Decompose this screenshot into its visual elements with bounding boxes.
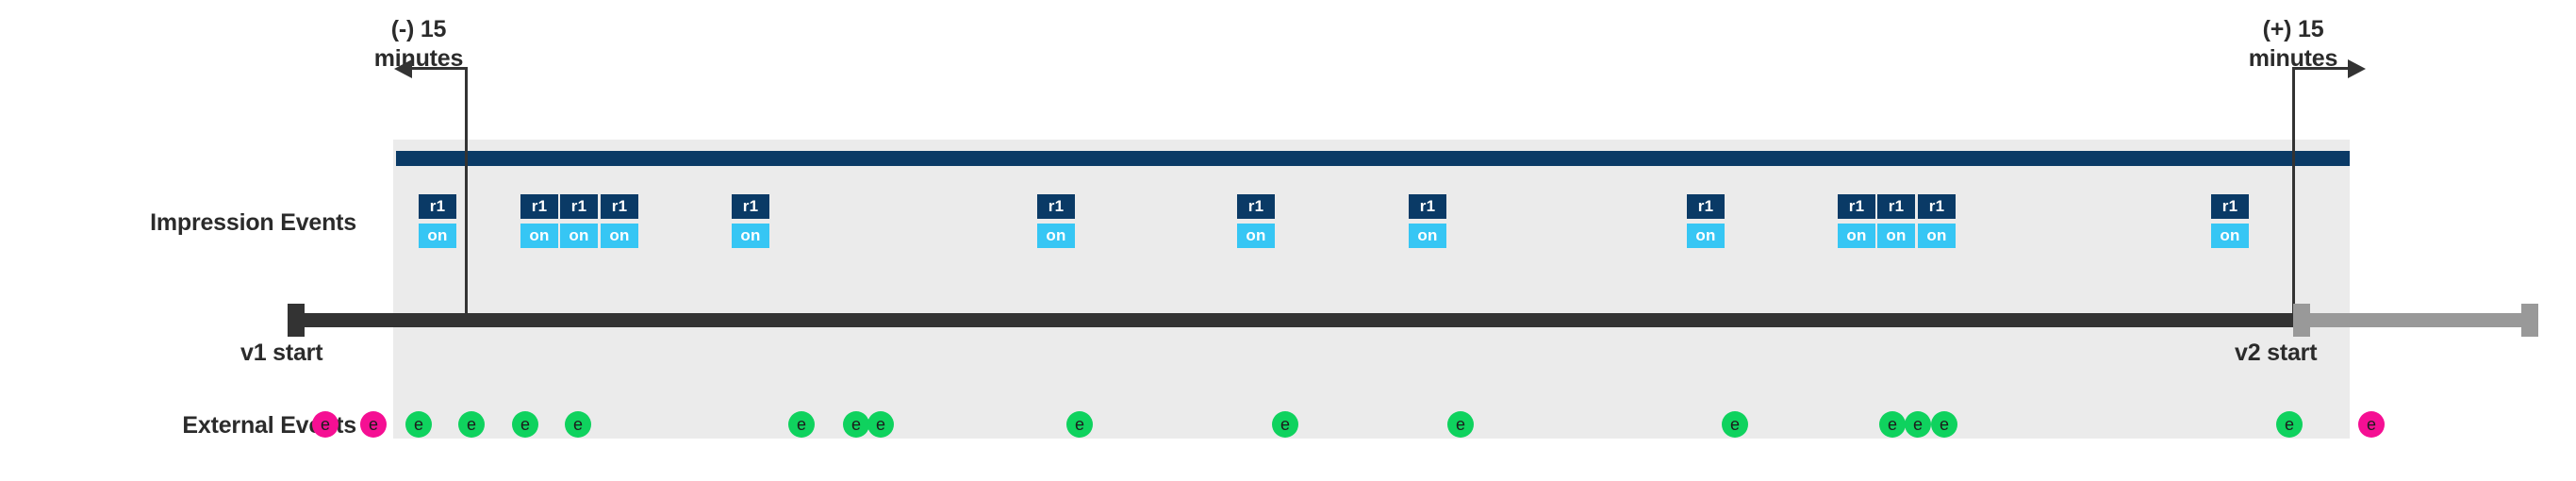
- impression-block-r1: r1: [1409, 194, 1446, 219]
- impression-block-r1: r1: [1838, 194, 1875, 219]
- row-label-impression-events: Impression Events: [150, 209, 356, 236]
- external-event-dot-out-of-window: e: [360, 411, 387, 438]
- external-event-dot-in-window: e: [1722, 411, 1748, 438]
- analysis-window-panel: [393, 140, 2350, 439]
- impression-block-on: on: [1409, 224, 1446, 248]
- impression-block-on: on: [560, 224, 598, 248]
- arrow-shaft-right: [2293, 67, 2348, 70]
- external-event-dot-out-of-window: e: [312, 411, 339, 438]
- external-event-dot-in-window: e: [512, 411, 538, 438]
- external-event-dot-in-window: e: [843, 411, 869, 438]
- timeline-rail-v1: [288, 313, 2293, 327]
- arrow-shaft-left: [412, 67, 467, 70]
- external-event-dot-in-window: e: [1066, 411, 1093, 438]
- callout-left-line1: (-) 15: [390, 16, 447, 42]
- timeline-rail-v2: [2293, 313, 2538, 327]
- external-event-dot-in-window: e: [565, 411, 591, 438]
- impression-block-r1: r1: [520, 194, 558, 219]
- impression-block-on: on: [1037, 224, 1075, 248]
- arrow-head-left-icon: [394, 59, 412, 78]
- impression-block-on: on: [2211, 224, 2249, 248]
- rail-cap-v2-end: [2521, 304, 2538, 337]
- impression-block-r1: r1: [560, 194, 598, 219]
- callout-minus-15-minutes: (-) 15 minutes: [324, 15, 513, 73]
- external-event-dot-in-window: e: [405, 411, 432, 438]
- version-bar: [396, 151, 2350, 166]
- impression-block-on: on: [419, 224, 456, 248]
- impression-block-r1: r1: [732, 194, 769, 219]
- external-event-dot-in-window: e: [1447, 411, 1474, 438]
- impression-block-on: on: [601, 224, 638, 248]
- impression-block-on: on: [520, 224, 558, 248]
- rail-label-v2-start: v2 start: [2235, 340, 2318, 366]
- rail-label-v1-start: v1 start: [240, 340, 323, 366]
- rail-cap-v1-start: [288, 304, 305, 337]
- impression-block-r1: r1: [1877, 194, 1915, 219]
- callout-right-line2: minutes: [2248, 44, 2338, 72]
- impression-block-r1: r1: [1918, 194, 1956, 219]
- callout-plus-15-minutes: (+) 15 minutes: [2199, 15, 2387, 73]
- rail-cap-v2-start: [2293, 304, 2310, 337]
- row-label-external-events: External Events: [182, 412, 356, 439]
- callout-left-line2: minutes: [373, 44, 464, 72]
- impression-block-on: on: [1237, 224, 1275, 248]
- external-event-dot-in-window: e: [458, 411, 485, 438]
- arrow-head-right-icon: [2348, 59, 2366, 78]
- impression-block-r1: r1: [419, 194, 456, 219]
- impression-block-on: on: [1687, 224, 1725, 248]
- external-event-dot-in-window: e: [867, 411, 894, 438]
- window-boundary-line-left: [465, 67, 468, 323]
- external-event-dot-in-window: e: [2276, 411, 2303, 438]
- external-event-dot-in-window: e: [1931, 411, 1957, 438]
- impression-block-r1: r1: [1687, 194, 1725, 219]
- impression-block-on: on: [1877, 224, 1915, 248]
- impression-block-on: on: [1838, 224, 1875, 248]
- impression-block-r1: r1: [1037, 194, 1075, 219]
- window-boundary-line-right: [2292, 67, 2295, 323]
- external-event-dot-in-window: e: [788, 411, 815, 438]
- external-event-dot-in-window: e: [1879, 411, 1906, 438]
- callout-right-line1: (+) 15: [2262, 16, 2324, 42]
- external-event-dot-out-of-window: e: [2358, 411, 2385, 438]
- external-event-dot-in-window: e: [1272, 411, 1298, 438]
- impression-block-on: on: [1918, 224, 1956, 248]
- impression-block-r1: r1: [2211, 194, 2249, 219]
- impression-block-r1: r1: [1237, 194, 1275, 219]
- impression-block-on: on: [732, 224, 769, 248]
- external-event-dot-in-window: e: [1905, 411, 1931, 438]
- impression-block-r1: r1: [601, 194, 638, 219]
